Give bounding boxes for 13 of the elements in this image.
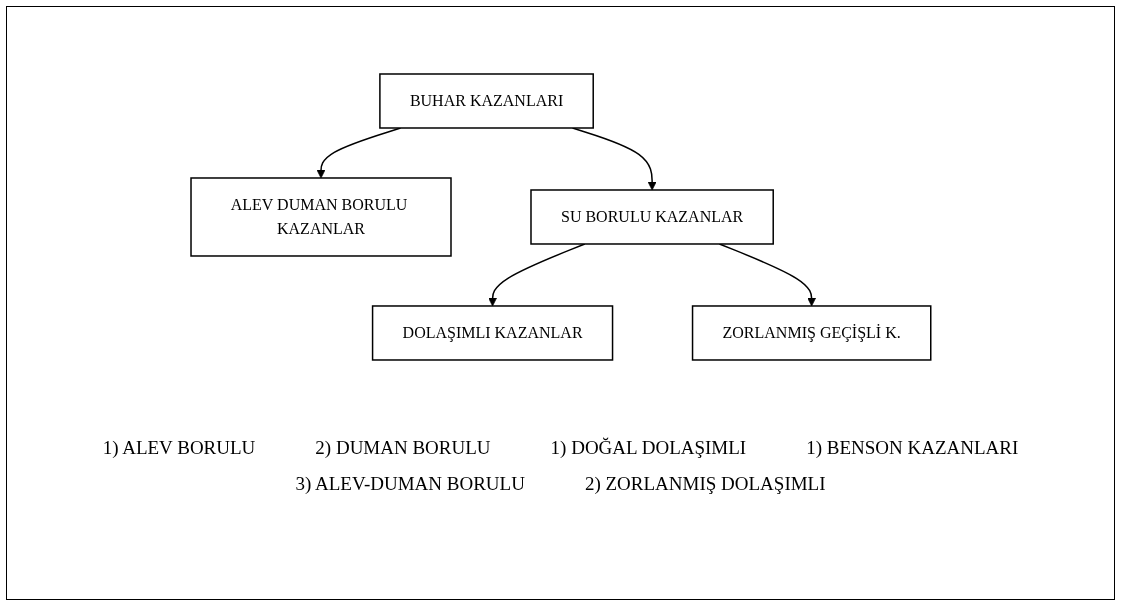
list-item-text: 2) ZORLANMIŞ DOLAŞIMLI: [584, 473, 826, 495]
node-box: ALEV DUMAN BORULU KAZANLAR: [189, 177, 452, 257]
list-item-text: 1) ALEV BORULU: [102, 437, 256, 459]
list-item-text: 1) DOĞAL DOLAŞIMLI: [550, 437, 747, 459]
list-item-text: 1) BENSON KAZANLARI: [806, 437, 1019, 459]
node-box: SU BORULU KAZANLAR: [529, 189, 774, 245]
list-item-text: 3) ALEV-DUMAN BORULU: [295, 473, 525, 495]
arrow: [487, 243, 586, 307]
arrow: [718, 243, 816, 307]
node-box: ZORLANMIŞ GEÇİŞLİ K.: [691, 305, 932, 361]
list-item-text: 2) DUMAN BORULU: [315, 437, 491, 459]
node-box: DOLAŞIMLI KAZANLAR: [371, 305, 613, 361]
node-box: BUHAR KAZANLARI: [378, 73, 594, 129]
